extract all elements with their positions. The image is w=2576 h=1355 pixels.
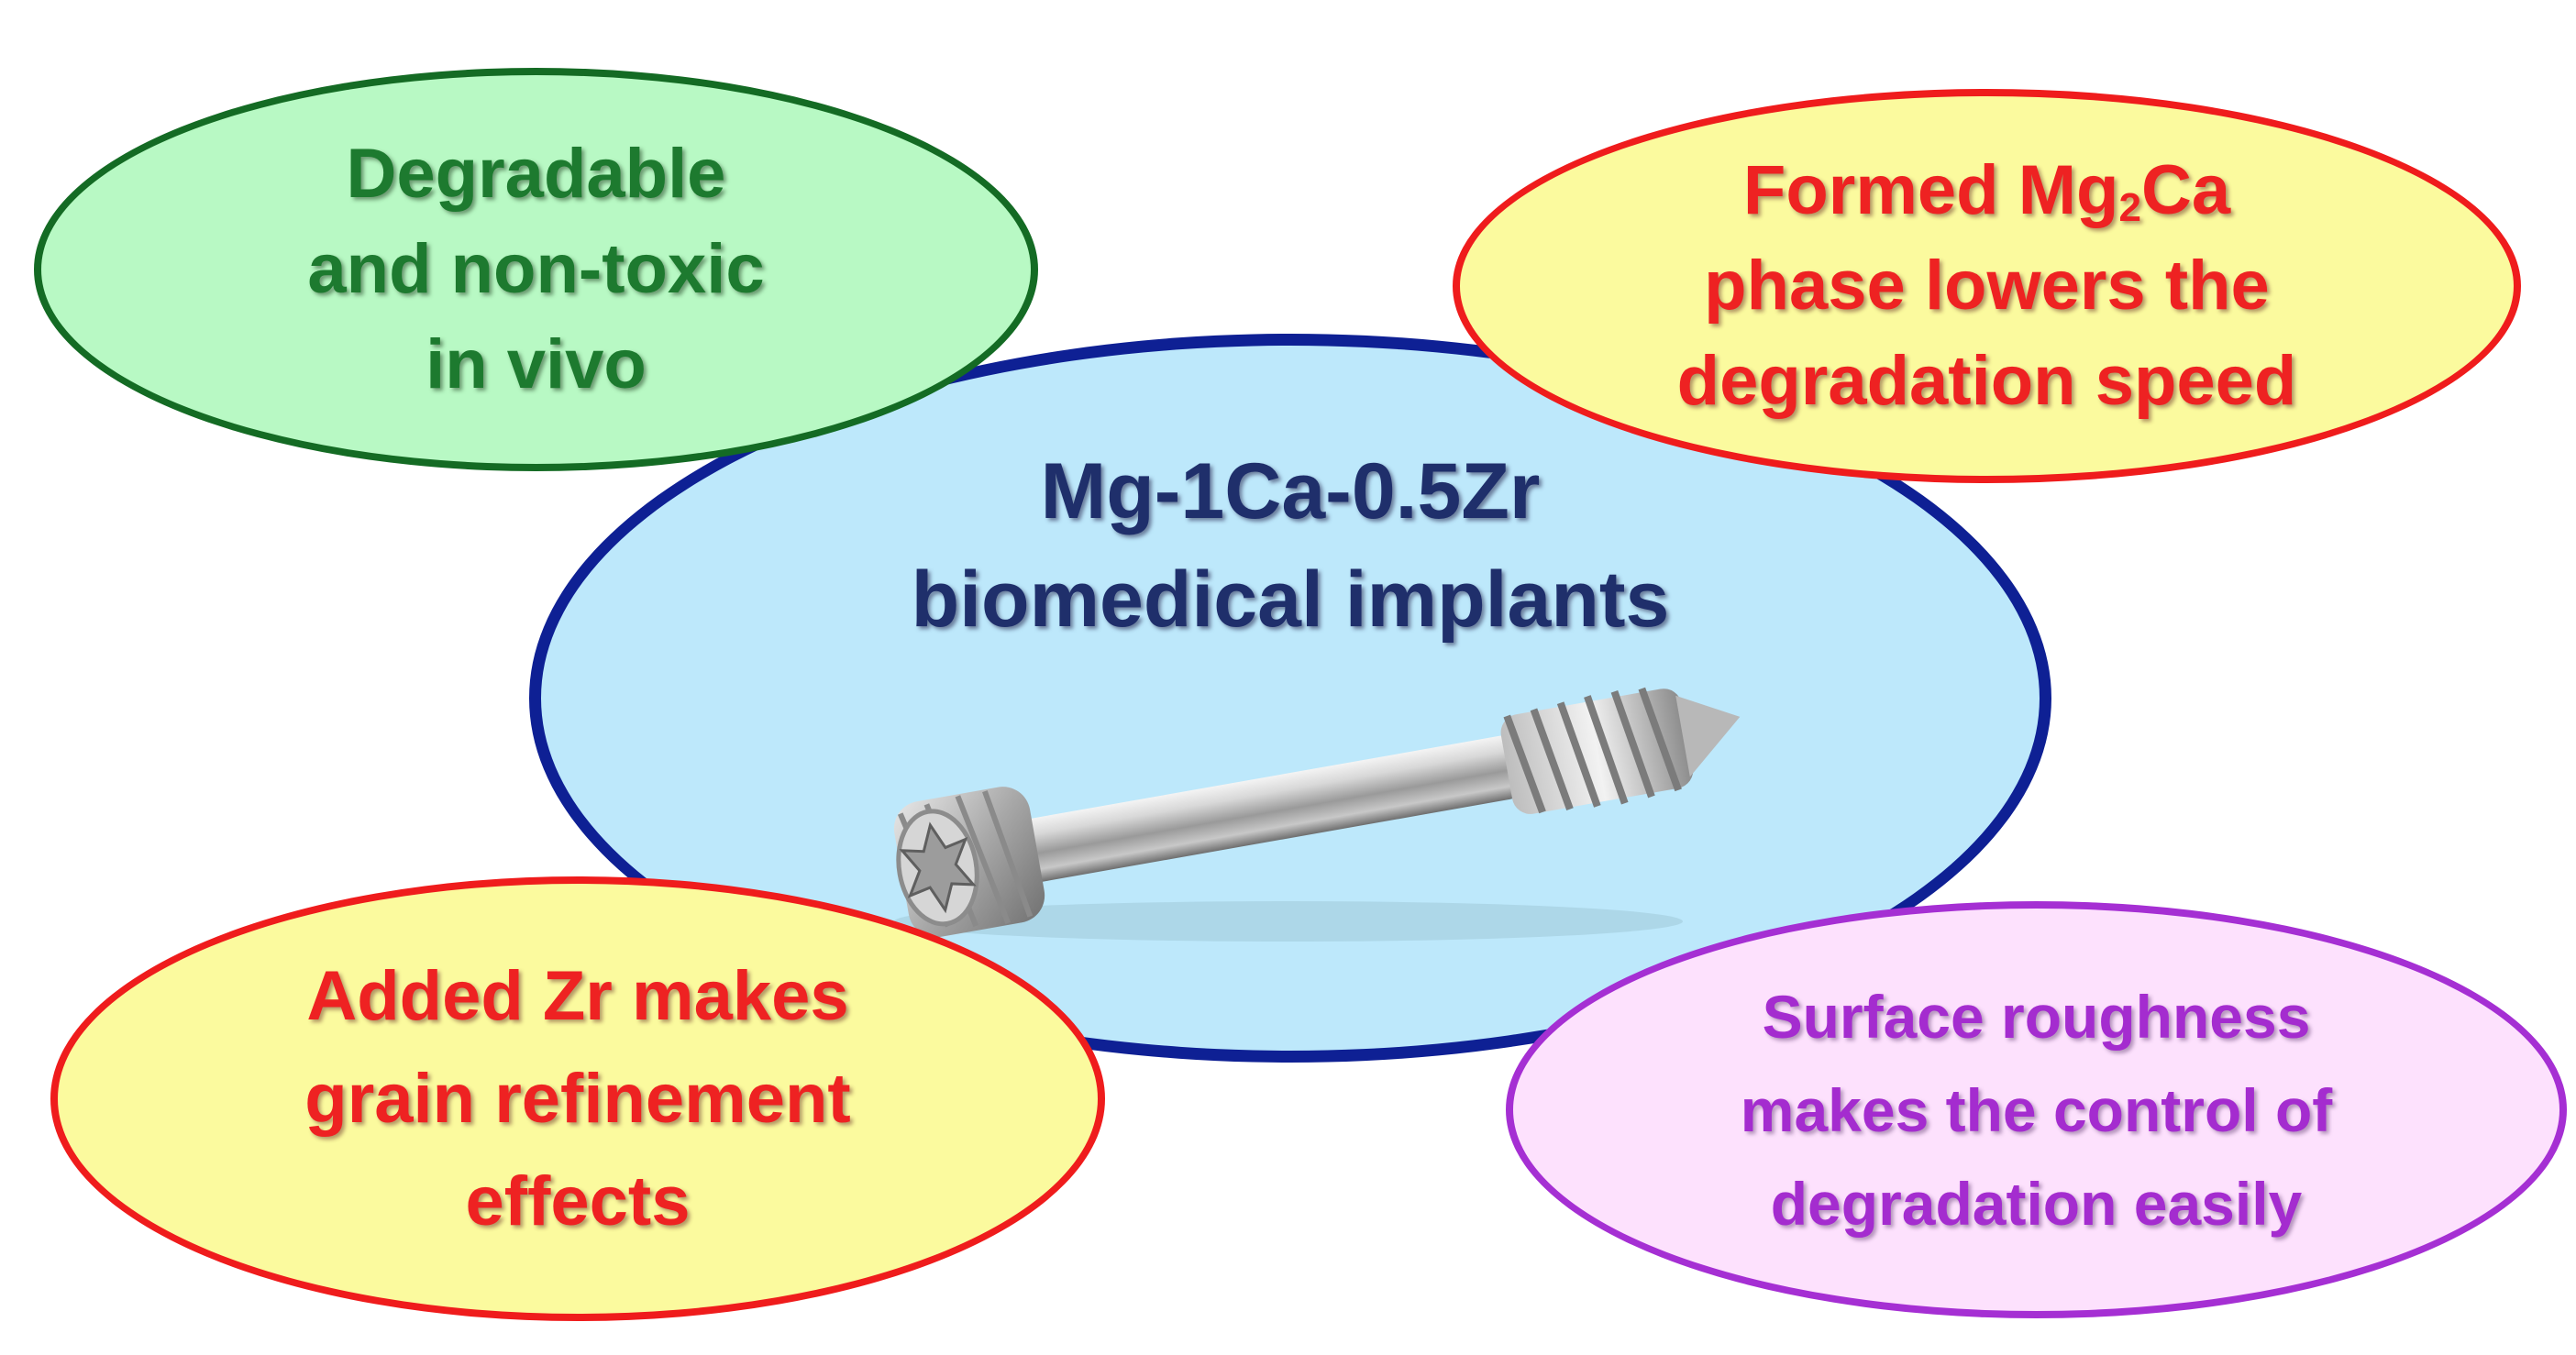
zr-line-3: effects bbox=[465, 1162, 691, 1240]
zr-line-1: Added Zr makes bbox=[306, 956, 849, 1035]
center-title-line-2: biomedical implants bbox=[911, 556, 1670, 644]
surface-roughness-ellipse: Surface roughness makes the control of d… bbox=[1506, 901, 2567, 1318]
mg2ca-line-2: phase lowers the bbox=[1704, 247, 2270, 325]
roughness-line-1: Surface roughness bbox=[1762, 982, 2311, 1051]
degradable-line-2: and non-toxic bbox=[307, 230, 765, 308]
degradable-ellipse: Degradable and non-toxic in vivo bbox=[34, 68, 1038, 471]
mg2ca-line-1: Formed Mg2Ca bbox=[1743, 143, 2230, 238]
roughness-line-3: degradation easily bbox=[1770, 1169, 2303, 1238]
degradable-line-1: Degradable bbox=[346, 135, 726, 213]
roughness-line-2: makes the control of bbox=[1740, 1075, 2333, 1144]
zr-line-2: grain refinement bbox=[304, 1059, 851, 1138]
bone-screw-image bbox=[893, 687, 1741, 942]
mg2ca-formula-ca: Ca bbox=[2140, 151, 2231, 229]
mg2ca-formula-subscript: 2 bbox=[2118, 185, 2141, 230]
zr-refinement-ellipse: Added Zr makes grain refinement effects bbox=[50, 876, 1105, 1321]
center-title-line-1: Mg-1Ca-0.5Zr bbox=[1040, 447, 1541, 535]
mg2ca-phase-ellipse: Formed Mg2Ca phase lowers the degradatio… bbox=[1453, 89, 2521, 483]
mg2ca-line-3: degradation speed bbox=[1676, 342, 2297, 420]
degradable-line-3: in vivo bbox=[426, 325, 647, 403]
mg2ca-line-1-prefix: Formed bbox=[1742, 151, 2018, 229]
mg2ca-formula-mg: Mg bbox=[2018, 151, 2119, 229]
